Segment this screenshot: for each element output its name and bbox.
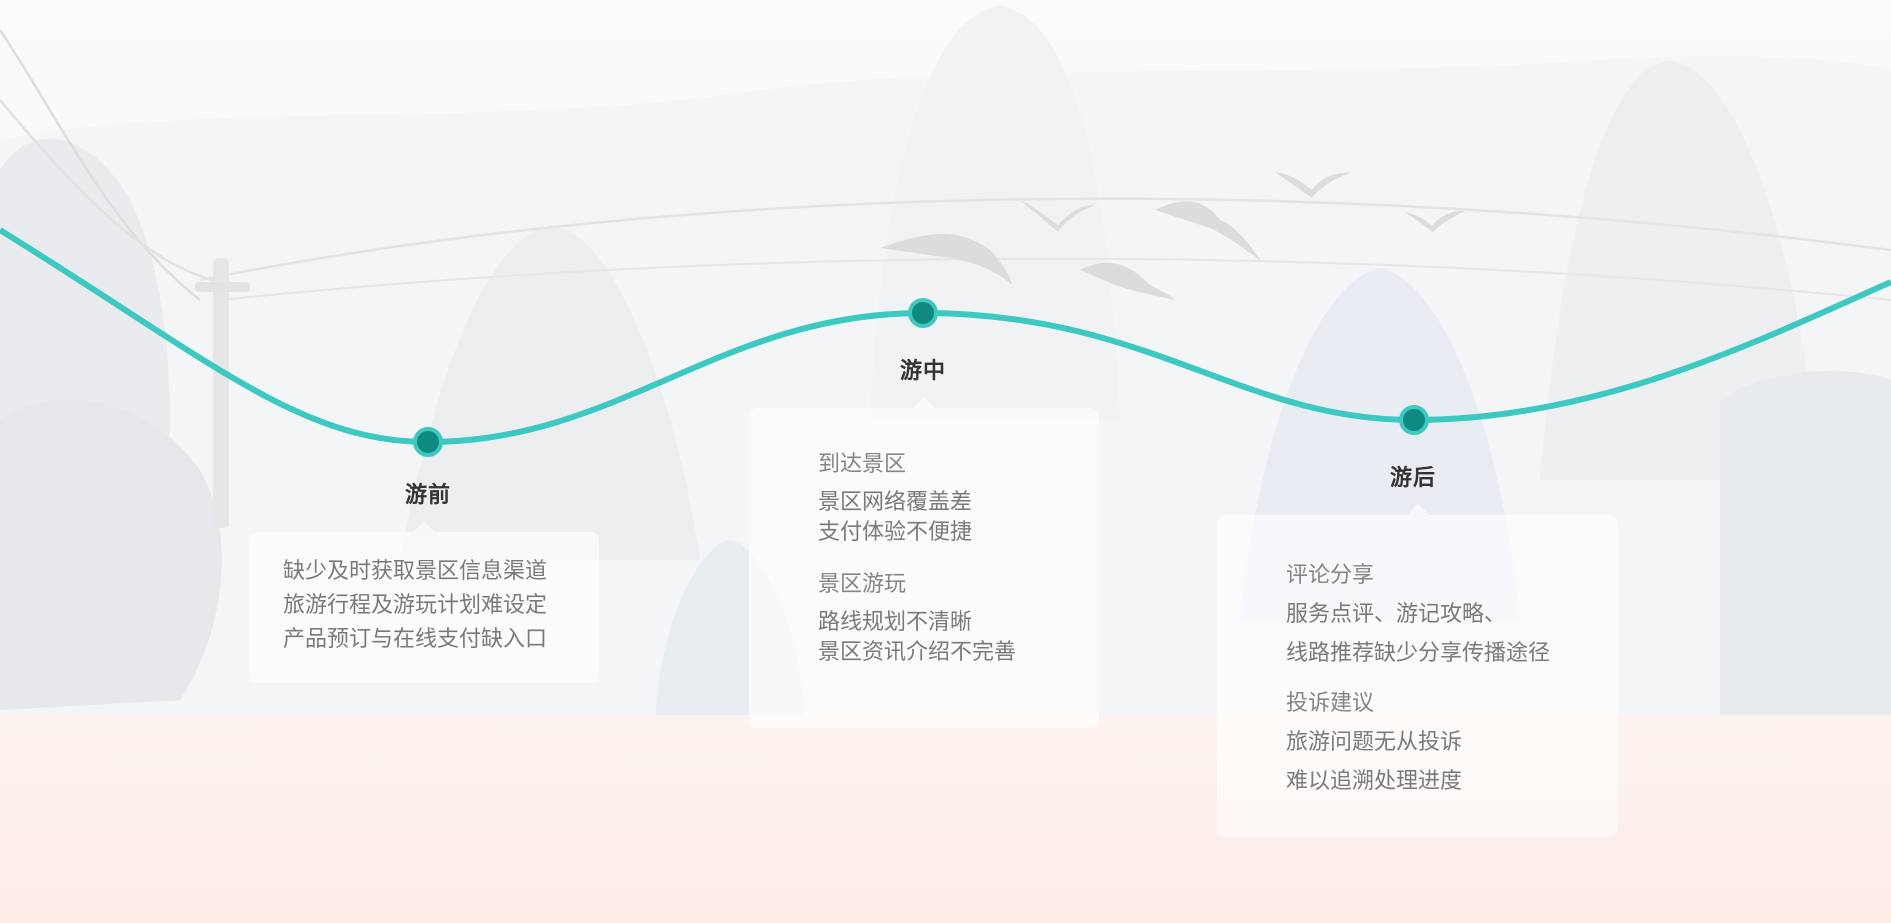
card-line: 旅游行程及游玩计划难设定	[283, 593, 548, 618]
stage-title-before: 游前	[404, 483, 451, 508]
power-line-2	[0, 99, 231, 287]
card-line: 缺少及时获取景区信息渠道	[283, 559, 548, 584]
stage-title-after: 游后	[1389, 466, 1436, 491]
power-line-1	[0, 29, 201, 301]
card-section-heading: 评论分享	[1286, 563, 1375, 588]
mountain-center-left	[400, 225, 700, 560]
birds	[880, 172, 1465, 300]
node-during	[908, 298, 938, 328]
card-during: 到达景区 景区网络覆盖差 支付体验不便捷 景区游玩 路线规划不清晰 景区资讯介绍…	[749, 397, 1099, 728]
stage-title-during: 游中	[899, 359, 946, 384]
power-line-3	[199, 197, 1891, 282]
card-line: 支付体验不便捷	[818, 520, 973, 545]
power-line-4	[219, 257, 1891, 301]
card-line: 服务点评、游记攻略、	[1286, 602, 1507, 627]
card-before: 缺少及时获取景区信息渠道 旅游行程及游玩计划难设定 产品预订与在线支付缺入口	[249, 521, 599, 683]
utility-pole	[213, 258, 229, 528]
node-after	[1399, 405, 1429, 435]
card-section-heading: 到达景区	[818, 452, 907, 477]
node-before	[413, 427, 443, 457]
card-section-heading: 景区游玩	[818, 572, 907, 597]
utility-pole-arm	[195, 282, 250, 292]
card-after: 评论分享 服务点评、游记攻略、 线路推荐缺少分享传播途径 投诉建议 旅游问题无从…	[1217, 504, 1618, 837]
mountain-far-right	[1540, 60, 1820, 480]
card-line: 线路推荐缺少分享传播途径	[1286, 641, 1551, 666]
card-line: 难以追溯处理进度	[1286, 769, 1463, 794]
card-line: 路线规划不清晰	[818, 610, 973, 635]
trees-left	[0, 399, 222, 710]
card-section-heading: 投诉建议	[1286, 691, 1375, 716]
card-line: 景区网络覆盖差	[818, 490, 973, 515]
card-line: 产品预订与在线支付缺入口	[283, 627, 548, 652]
card-line: 景区资讯介绍不完善	[818, 640, 1017, 665]
card-line: 旅游问题无从投诉	[1286, 730, 1463, 755]
